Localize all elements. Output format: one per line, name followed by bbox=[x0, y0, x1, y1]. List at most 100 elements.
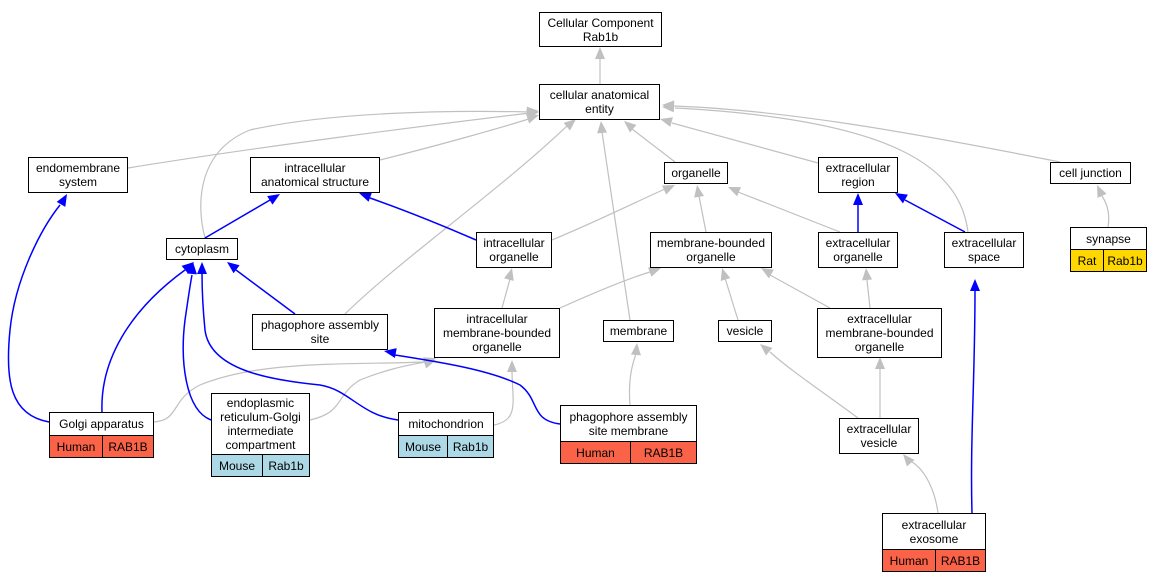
node-intracellular-organelle[interactable]: intracellular organelle bbox=[476, 232, 552, 268]
species-cell: Mouse bbox=[399, 436, 447, 457]
edge-phagsite-cytoplasm-arrowhead bbox=[227, 262, 240, 274]
node-phagophore-assembly-site-membrane[interactable]: phagophore assembly site membrane Human … bbox=[560, 405, 697, 464]
node-extracellular-organelle[interactable]: extracellular organelle bbox=[818, 232, 898, 268]
edge-phagsite-cytoplasm bbox=[235, 269, 296, 315]
edge-ecspace-ecr bbox=[904, 199, 966, 233]
edge-icorg-organelle bbox=[551, 188, 666, 241]
node-membrane[interactable]: membrane bbox=[603, 320, 674, 342]
edge-synapse-celljunction-arrowhead bbox=[1097, 185, 1107, 198]
edge-exosome-ecvesicle-arrowhead bbox=[903, 454, 915, 467]
edge-golgi-endomembrane bbox=[7, 204, 61, 423]
edge-icmbo-mbo-arrowhead bbox=[648, 267, 661, 277]
node-phagophore-assembly-site[interactable]: phagophore assembly site bbox=[252, 314, 388, 350]
edge-icorg-ias bbox=[369, 197, 477, 241]
edge-ias-cae bbox=[379, 117, 533, 161]
edge-golgi-cytoplasm bbox=[101, 269, 186, 413]
node-label: mitochondrion bbox=[399, 413, 493, 436]
edge-mito-cytoplasm bbox=[201, 272, 399, 421]
edge-mbo-organelle bbox=[698, 195, 707, 233]
node-extracellular-exosome[interactable]: extracellular exosome Human RAB1B bbox=[882, 513, 986, 572]
edge-mito-icmbo bbox=[493, 369, 514, 426]
gene-cell: RAB1B bbox=[630, 442, 696, 463]
node-cellular-anatomical-entity[interactable]: cellular anatomical entity bbox=[539, 84, 660, 120]
edge-ecorg-ecr-arrowhead bbox=[853, 193, 863, 205]
gene-cell: RAB1B bbox=[102, 436, 153, 457]
node-membrane-bounded-organelle[interactable]: membrane-bounded organelle bbox=[650, 232, 772, 268]
node-endomembrane-system[interactable]: endomembrane system bbox=[28, 157, 128, 193]
edge-phagmem-phagsite bbox=[394, 354, 561, 425]
edge-ergic-cytoplasm bbox=[182, 274, 212, 421]
edge-ecmbo-ecorg bbox=[866, 279, 871, 309]
edge-icorg-organelle-arrowhead bbox=[662, 185, 675, 195]
edge-cytoplasm-ias bbox=[204, 199, 271, 239]
edge-mito-icmbo-arrowhead bbox=[507, 360, 517, 372]
edge-exosome-ecvesicle bbox=[911, 461, 939, 514]
edge-cytoplasm-ias-arrowhead bbox=[267, 194, 280, 205]
edge-ecmbo-mbo bbox=[769, 274, 831, 309]
node-vesicle[interactable]: vesicle bbox=[718, 320, 772, 342]
edge-golgi-endomembrane-arrowhead bbox=[56, 194, 67, 207]
node-synapse[interactable]: synapse Rat Rab1b bbox=[1070, 227, 1147, 272]
edge-ecvesicle-ecmbo-arrowhead bbox=[875, 357, 885, 369]
edge-golgi-cytoplasm-arrowhead bbox=[181, 262, 194, 274]
node-er-golgi-intermediate-compartment[interactable]: endoplasmic reticulum-Golgi intermediate… bbox=[211, 393, 310, 477]
edge-phagmem-phagsite-arrowhead bbox=[384, 348, 397, 359]
edge-mito-cytoplasm-arrowhead bbox=[197, 262, 207, 274]
edge-icmbo-icorg-arrowhead bbox=[504, 268, 514, 281]
edge-ergic-icmbo bbox=[309, 361, 426, 421]
edge-ecspace-cae bbox=[674, 107, 969, 233]
edge-phagsite-cae bbox=[344, 124, 569, 315]
node-mitochondrion[interactable]: mitochondrion Mouse Rab1b bbox=[398, 412, 494, 458]
node-intracellular-membrane-bounded-organelle[interactable]: intracellular membrane-bounded organelle bbox=[434, 308, 560, 358]
edge-celljunction-cae-arrowhead bbox=[662, 100, 675, 111]
edge-membrane-cae bbox=[601, 131, 631, 321]
edge-synapse-celljunction bbox=[1101, 195, 1110, 228]
edge-membrane-cae-arrowhead bbox=[597, 121, 608, 134]
edge-icorg-ias-arrowhead bbox=[359, 192, 372, 202]
gene-cell: Rab1b bbox=[262, 455, 309, 476]
species-cell: Human bbox=[561, 442, 630, 463]
node-label: Golgi apparatus bbox=[50, 413, 153, 436]
edge-ecorg-organelle bbox=[737, 191, 841, 233]
edge-ecvesicle-vesicle bbox=[769, 351, 859, 419]
node-cytoplasm[interactable]: cytoplasm bbox=[166, 238, 238, 260]
edge-ecmbo-ecorg-arrowhead bbox=[862, 268, 873, 281]
node-cellular-component-root[interactable]: Cellular Component Rab1b bbox=[539, 12, 662, 47]
edge-ecorg-organelle-arrowhead bbox=[728, 187, 741, 197]
node-label: phagophore assembly site membrane bbox=[561, 406, 696, 442]
edge-cytoplasm-cae bbox=[200, 110, 530, 239]
edge-phagsite-cae-arrowhead bbox=[563, 119, 576, 131]
edge-ias-cae-arrowhead bbox=[526, 113, 539, 124]
edge-golgi-icmbo bbox=[153, 361, 426, 423]
node-extracellular-space[interactable]: extracellular space bbox=[944, 232, 1024, 268]
edge-icmbo-mbo bbox=[559, 271, 651, 309]
edge-ergic-cytoplasm-arrowhead bbox=[186, 262, 197, 275]
node-extracellular-vesicle[interactable]: extracellular vesicle bbox=[839, 418, 919, 454]
edge-ecspace-ecr-arrowhead bbox=[895, 193, 908, 204]
gene-cell: RAB1B bbox=[935, 550, 985, 571]
species-cell: Human bbox=[883, 550, 935, 571]
node-organelle[interactable]: organelle bbox=[664, 162, 728, 184]
gene-cell: Rab1b bbox=[447, 436, 493, 457]
edge-ecmbo-mbo-arrowhead bbox=[761, 268, 774, 279]
node-intracellular-anatomical-structure[interactable]: intracellular anatomical structure bbox=[250, 157, 380, 193]
node-extracellular-membrane-bounded-organelle[interactable]: extracellular membrane-bounded organelle bbox=[817, 308, 942, 358]
edge-vesicle-mbo bbox=[724, 277, 739, 321]
edge-phagmem-membrane bbox=[628, 353, 637, 406]
edge-mbo-organelle-arrowhead bbox=[694, 185, 705, 198]
edge-celljunction-cae bbox=[673, 105, 1061, 163]
edge-organelle-cae-arrowhead bbox=[624, 121, 637, 133]
edge-exosome-ecspace-arrowhead bbox=[970, 279, 980, 291]
edge-cytoplasm-cae-arrowhead bbox=[526, 106, 539, 117]
node-cell-junction[interactable]: cell junction bbox=[1050, 162, 1131, 184]
edge-phagmem-membrane-arrowhead bbox=[630, 343, 641, 356]
node-golgi-apparatus[interactable]: Golgi apparatus Human RAB1B bbox=[49, 412, 154, 458]
edge-icmbo-icorg bbox=[501, 278, 511, 309]
edge-exosome-ecspace bbox=[970, 289, 976, 514]
species-cell: Human bbox=[50, 436, 102, 457]
edge-ecr-cae bbox=[671, 122, 819, 164]
node-extracellular-region[interactable]: extracellular region bbox=[818, 157, 898, 193]
node-label: synapse bbox=[1071, 228, 1146, 250]
